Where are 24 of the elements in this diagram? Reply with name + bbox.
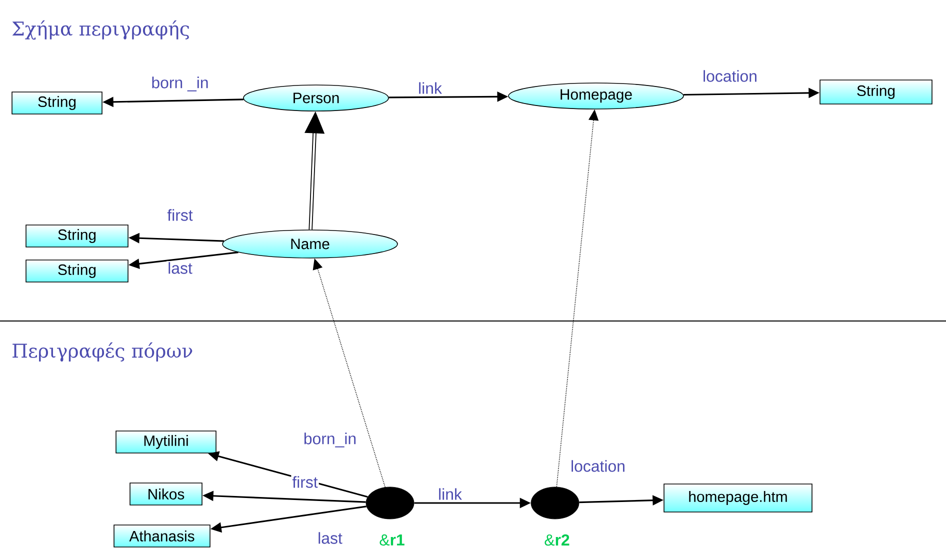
edge-label: first <box>166 208 194 222</box>
edge-label: last <box>166 261 194 275</box>
resource-node <box>366 486 414 520</box>
edge-label: born _in <box>150 76 210 92</box>
resource-label: &r1 <box>380 534 404 546</box>
type-box: homepage.htm <box>664 484 812 512</box>
type-box: Nikos <box>130 482 202 506</box>
edge-label: born_in <box>302 432 358 448</box>
type-box: String <box>26 260 128 282</box>
type-box: String <box>26 224 128 248</box>
type-box: String <box>12 92 102 114</box>
section-heading: Σχήμα περιγραφής <box>12 20 189 40</box>
edge-label: location <box>702 69 758 83</box>
edge-label: location <box>570 459 626 473</box>
type-box: String <box>820 80 932 104</box>
resource-label: &r2 <box>544 534 570 546</box>
resource-node <box>530 486 580 520</box>
type-box: Mytilini <box>116 430 216 454</box>
edge-label: link <box>437 487 463 501</box>
edge-label: link <box>417 81 443 95</box>
edge-label: first <box>291 475 319 489</box>
section-heading: Περιγραφές πόρων <box>12 342 192 362</box>
edge-label: last <box>316 531 344 545</box>
type-box: Athanasis <box>114 524 210 548</box>
